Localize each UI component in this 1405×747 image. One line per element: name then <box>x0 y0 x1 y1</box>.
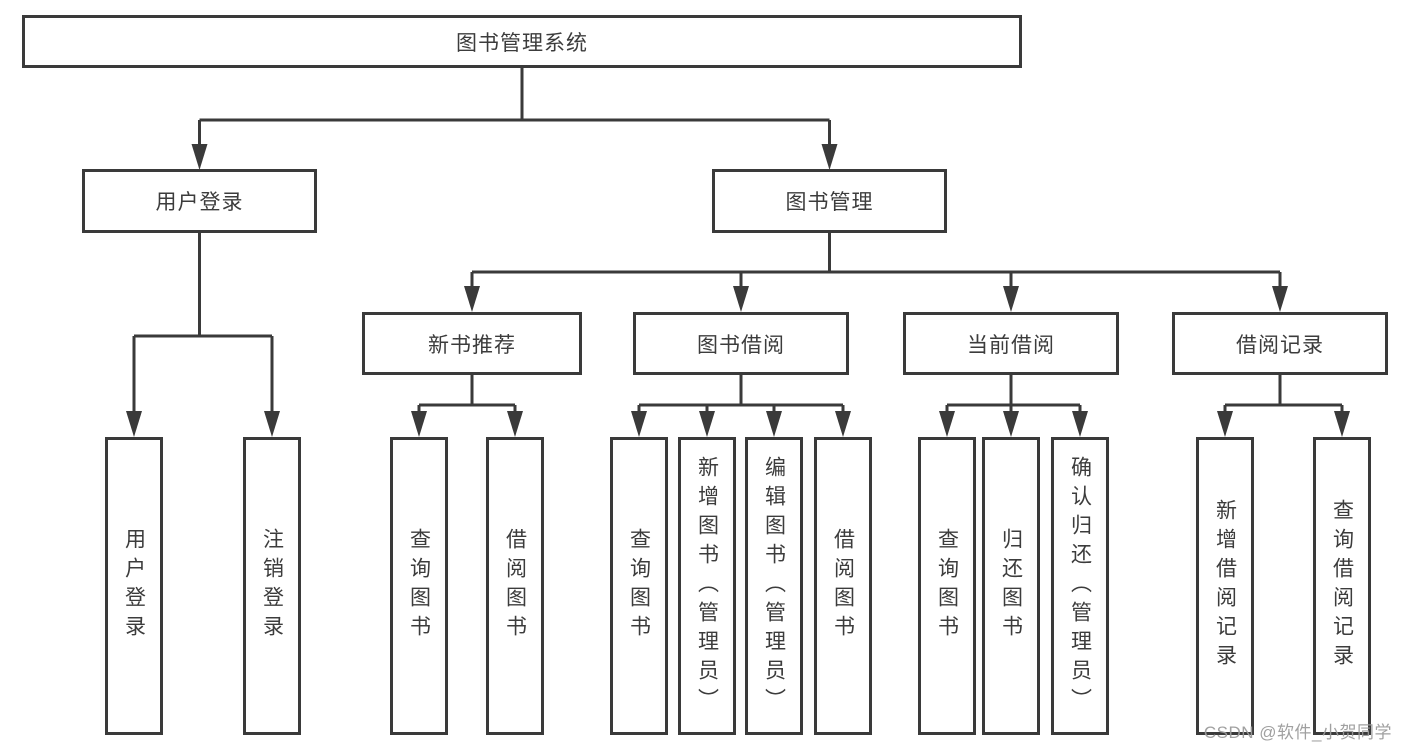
csdn-watermark: CSDN @软件_小贺同学 <box>1203 723 1392 742</box>
node-new-book-recommend: 新书推荐 <box>362 312 582 375</box>
leaf-borrow-edit-book-admin: 编辑图书（管理员） <box>745 437 803 735</box>
leaf-current-return-book: 归还图书 <box>982 437 1040 735</box>
leaf-recommend-query-book: 查询图书 <box>390 437 448 735</box>
leaf-recommend-borrow-book: 借阅图书 <box>486 437 544 735</box>
leaf-current-confirm-return-admin: 确认归还（管理员） <box>1051 437 1109 735</box>
leaf-current-query-book: 查询图书 <box>918 437 976 735</box>
node-user-login: 用户登录 <box>82 169 317 233</box>
leaf-borrow-add-book-admin: 新增图书（管理员） <box>678 437 736 735</box>
node-borrow-record: 借阅记录 <box>1172 312 1388 375</box>
node-book-borrow: 图书借阅 <box>633 312 849 375</box>
node-current-borrow: 当前借阅 <box>903 312 1119 375</box>
leaf-borrow-borrow-book: 借阅图书 <box>814 437 872 735</box>
leaf-record-add-borrow-record: 新增借阅记录 <box>1196 437 1254 735</box>
node-book-management: 图书管理 <box>712 169 947 233</box>
arrowheads <box>126 144 1350 437</box>
leaf-borrow-query-book: 查询图书 <box>610 437 668 735</box>
leaf-logout-login: 注销登录 <box>243 437 301 735</box>
leaf-record-query-borrow-record: 查询借阅记录 <box>1313 437 1371 735</box>
root-node-library-management-system: 图书管理系统 <box>22 15 1022 68</box>
leaf-user-login: 用户登录 <box>105 437 163 735</box>
